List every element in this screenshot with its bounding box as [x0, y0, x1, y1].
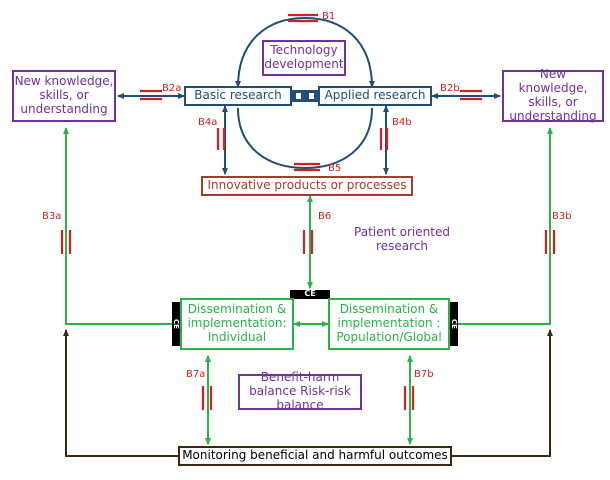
- applied-research-label: Applied research: [324, 88, 426, 103]
- ce-top-tab: CE: [290, 290, 330, 299]
- label-b2b: B2b: [440, 83, 460, 94]
- innovative-products-box: Innovative products or processes: [201, 176, 413, 196]
- ce-top-label: CE: [304, 289, 316, 298]
- label-b4a: B4a: [198, 117, 218, 128]
- label-b7a: B7a: [186, 369, 206, 380]
- label-b5: B5: [328, 163, 342, 174]
- patient-oriented-text: Patient oriented research: [354, 225, 450, 254]
- label-b3a: B3a: [42, 211, 62, 222]
- monitoring-label: Monitoring beneficial and harmful outcom…: [182, 448, 448, 463]
- basic-research-box: Basic research: [184, 86, 292, 106]
- dissemination-population-box: Dissemination & implementation : Populat…: [328, 298, 450, 350]
- ce-right-tab: CE: [450, 302, 458, 346]
- knowledge-left-label: New knowledge, skills, or understanding: [14, 74, 114, 116]
- research-connector: [290, 90, 320, 102]
- arrow-dissemination-knowledge-left: [63, 127, 172, 325]
- label-b1: B1: [322, 11, 336, 22]
- arc-top: [235, 16, 375, 88]
- dissemination-population-label: Dissemination & implementation : Populat…: [336, 302, 442, 344]
- knowledge-right-label: New knowledge, skills, or understanding: [509, 67, 597, 123]
- monitoring-box: Monitoring beneficial and harmful outcom…: [178, 446, 452, 466]
- label-b2a: B2a: [162, 83, 182, 94]
- technology-development-box: Technology development: [262, 40, 346, 76]
- barrier-marks: [60, 13, 556, 410]
- benefit-harm-label: Benefit-harm balance Risk-risk balance: [249, 370, 351, 412]
- monitoring-feedback-right: [452, 329, 553, 457]
- applied-research-box: Applied research: [318, 86, 432, 106]
- label-b3b: B3b: [552, 211, 572, 222]
- label-b7b: B7b: [414, 369, 434, 380]
- dissemination-individual-box: Dissemination & implementation: Individu…: [180, 298, 294, 350]
- monitoring-feedback-left: [63, 329, 178, 457]
- benefit-harm-box: Benefit-harm balance Risk-risk balance: [238, 370, 362, 412]
- label-b6: B6: [318, 211, 332, 222]
- ce-right-label: CE: [450, 319, 458, 329]
- knowledge-right-box: New knowledge, skills, or understanding: [502, 67, 604, 123]
- knowledge-left-box: New knowledge, skills, or understanding: [12, 70, 116, 122]
- label-b4b: B4b: [392, 117, 412, 128]
- research-connector-notch-left: [296, 93, 301, 99]
- dissemination-individual-label: Dissemination & implementation: Individu…: [187, 302, 287, 344]
- basic-research-label: Basic research: [194, 88, 282, 103]
- arrow-dissemination-knowledge-right: [456, 127, 553, 325]
- research-connector-notch-right: [309, 93, 314, 99]
- ce-left-tab: CE: [172, 302, 180, 346]
- arc-bottom: [237, 107, 373, 170]
- ce-left-label: CE: [172, 319, 180, 329]
- innovative-products-label: Innovative products or processes: [207, 178, 407, 193]
- technology-development-label: Technology development: [264, 43, 344, 71]
